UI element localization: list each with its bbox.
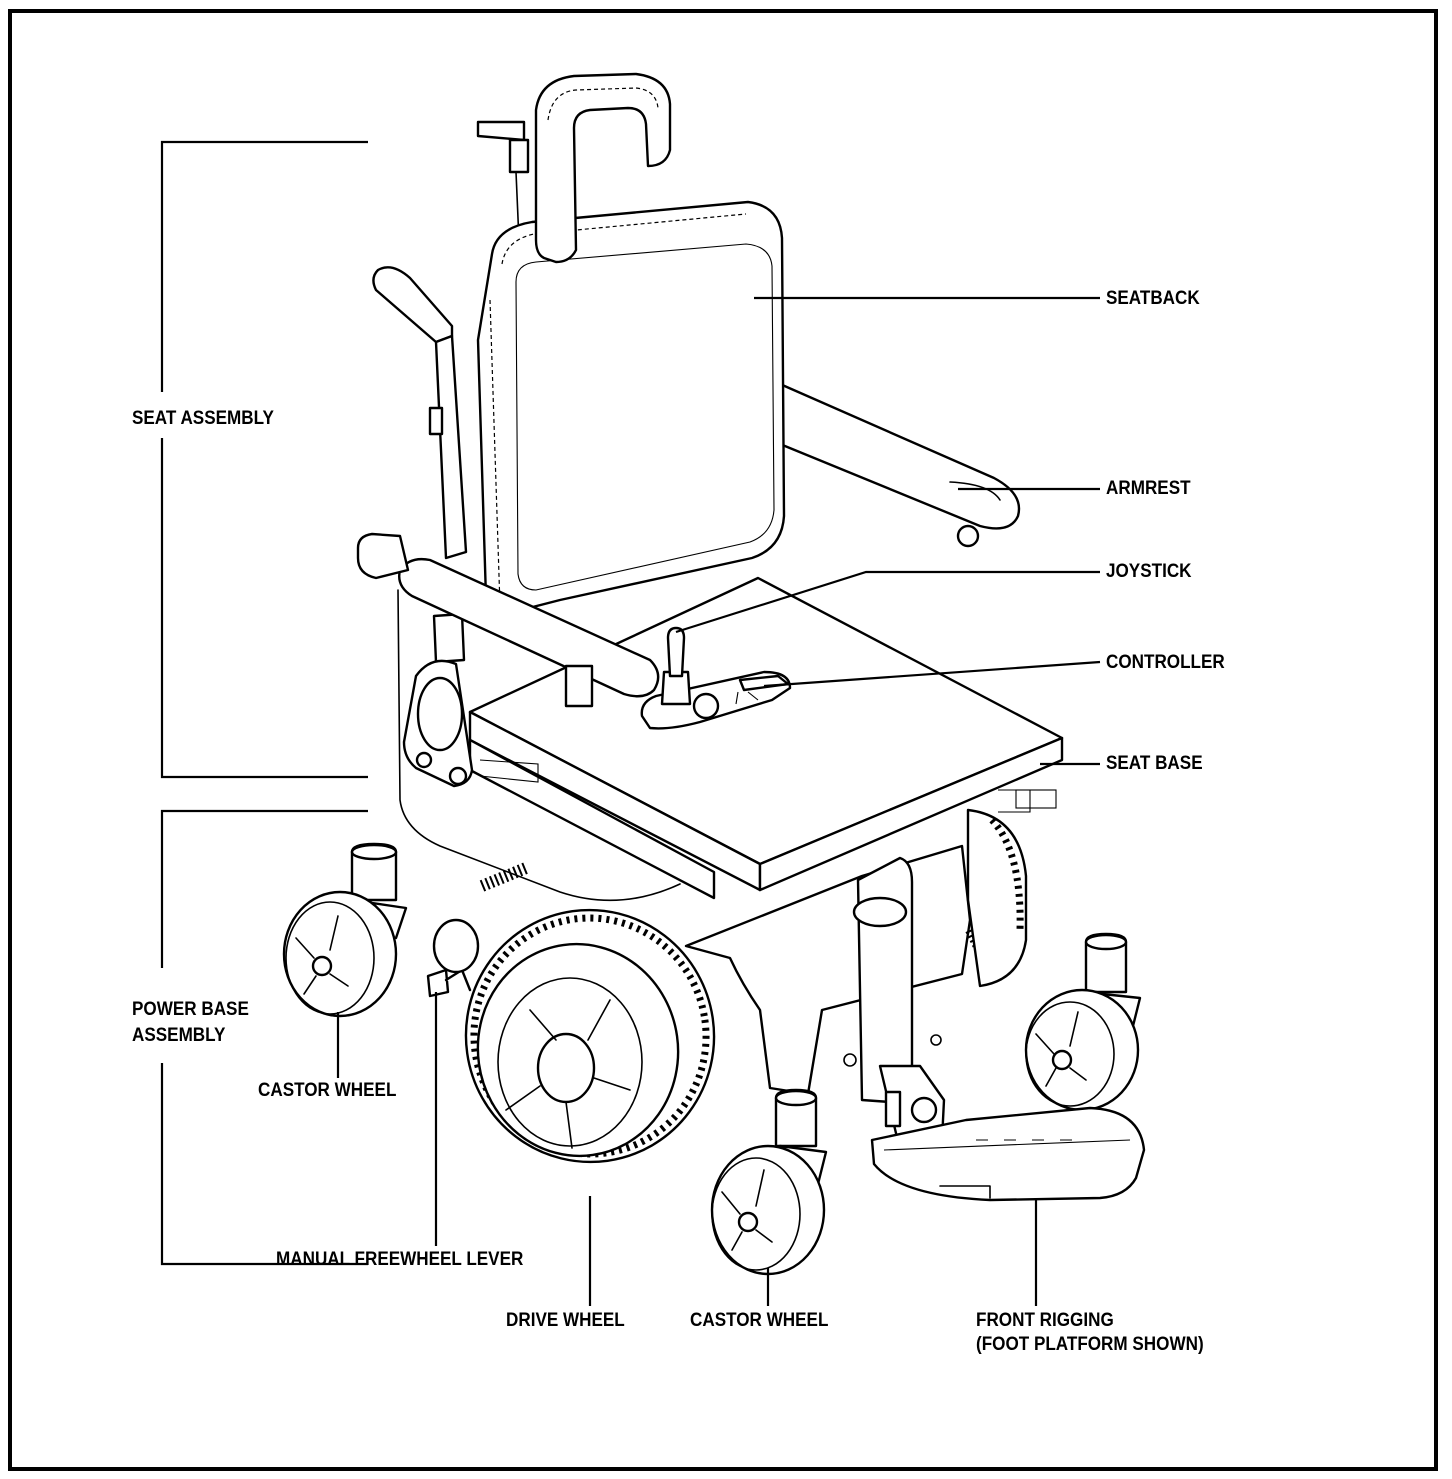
front-left-castor	[710, 1088, 828, 1276]
power-base-assembly-label-line2: ASSEMBLY	[132, 1025, 226, 1046]
manual-freewheel-lever-label: MANUAL FREEWHEEL LEVER	[276, 1249, 524, 1270]
drive-wheel	[464, 908, 716, 1164]
seatback-label: SEATBACK	[1106, 288, 1200, 309]
castor-wheel-front-label: CASTOR WHEEL	[690, 1310, 829, 1331]
headrest-pad	[534, 72, 672, 264]
right-armrest	[778, 382, 1021, 548]
left-armrest	[356, 532, 660, 708]
manual-freewheel-lever	[426, 918, 480, 998]
leader-lines	[336, 296, 1101, 1306]
seat-base-label: SEAT BASE	[1106, 753, 1203, 774]
front-rigging	[870, 1064, 1146, 1202]
castor-wheel-left-label: CASTOR WHEEL	[258, 1080, 397, 1101]
controller-leader	[763, 660, 1101, 688]
rear-push-handle	[372, 266, 468, 560]
controller-unit	[640, 670, 792, 730]
power-base-assembly-label-line1: POWER BASE	[132, 999, 249, 1020]
seat-assembly-bracket	[160, 140, 368, 779]
front-rigging-label-line2: (FOOT PLATFORM SHOWN)	[976, 1334, 1204, 1355]
seat-tilt-plate	[402, 659, 474, 788]
rear-left-castor	[282, 842, 408, 1018]
far-drive-wheel	[966, 808, 1028, 988]
front-right-castor	[1024, 932, 1142, 1112]
power-base-assembly-bracket	[160, 809, 368, 1266]
joystick-label: JOYSTICK	[1106, 561, 1192, 582]
armrest-label: ARMREST	[1106, 478, 1191, 499]
controller-label: CONTROLLER	[1106, 652, 1225, 673]
seat-assembly-label: SEAT ASSEMBLY	[132, 408, 274, 429]
figure-frame	[8, 9, 1438, 1471]
power-base-body	[684, 844, 972, 1104]
drive-wheel-label: DRIVE WHEEL	[506, 1310, 625, 1331]
front-rigging-label-line1: FRONT RIGGING	[976, 1310, 1114, 1331]
joystick-knob	[660, 626, 692, 706]
joystick-leader	[675, 570, 1100, 634]
seatback-cushion	[476, 200, 786, 618]
